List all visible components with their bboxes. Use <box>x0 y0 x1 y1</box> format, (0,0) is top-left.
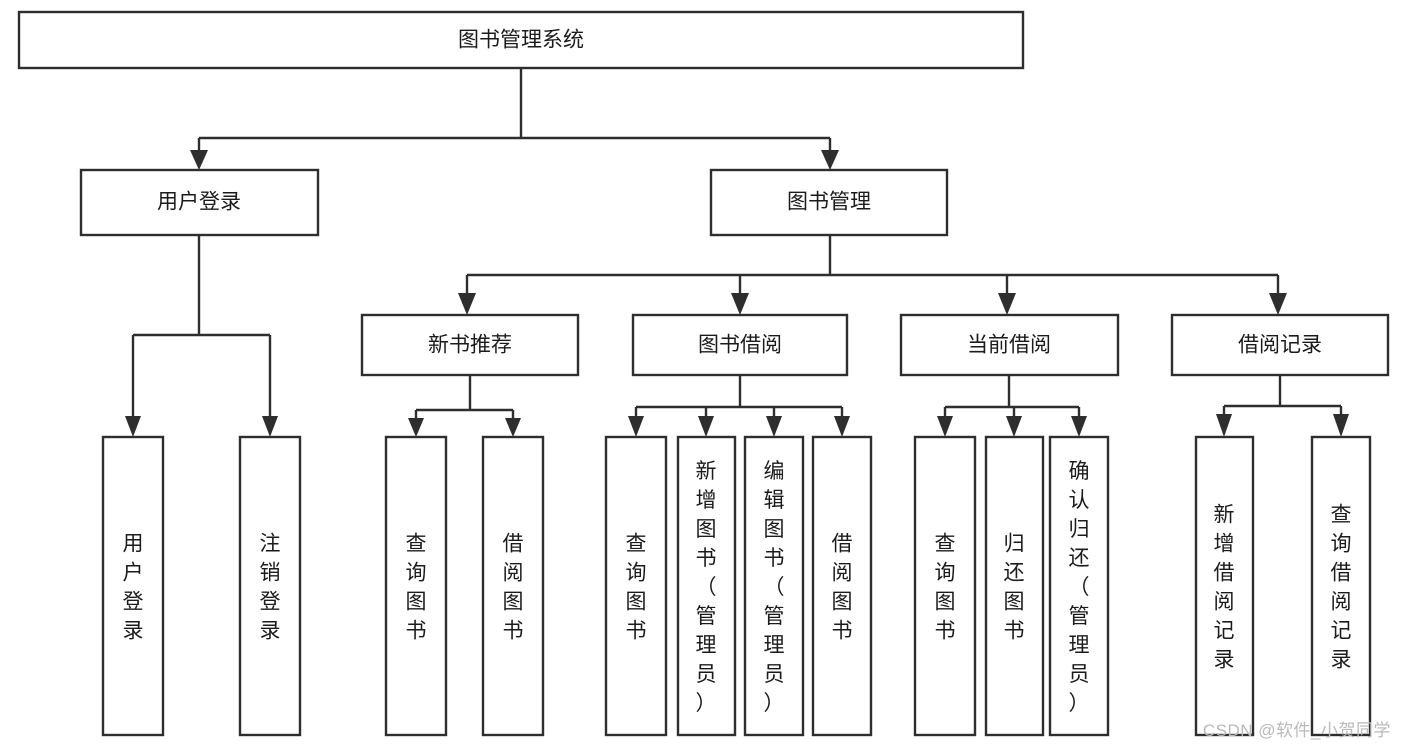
node-book-borrow[interactable]: 图书借阅 <box>631 313 849 377</box>
node-leaf-cb-query-box[interactable] <box>913 435 977 737</box>
node-leaf-rec-query-box[interactable] <box>384 435 448 737</box>
arrow-head-book-manage <box>821 150 839 170</box>
leaf-nodes <box>101 435 1372 737</box>
node-leaf-cb-confirm-box[interactable] <box>1048 435 1110 737</box>
arrow-head-user-login <box>190 150 208 170</box>
node-leaf-user-login-label: 用户登录 <box>123 533 144 643</box>
node-leaf-rec-query-label: 查询图书 <box>406 533 427 643</box>
arrow-head-current-borrow <box>998 293 1016 315</box>
node-user-login[interactable]: 用户登录 <box>79 168 320 237</box>
arrow-head-leaf-bb-add <box>698 416 714 437</box>
node-current-borrow-label: 当前借阅 <box>967 334 1051 357</box>
node-root-box[interactable] <box>17 10 1025 70</box>
arrow-head-borrow-record <box>1269 293 1287 315</box>
node-leaf-bb-query-label: 查询图书 <box>626 533 647 643</box>
node-borrow-record-label: 借阅记录 <box>1238 334 1322 357</box>
node-book-manage-box[interactable] <box>709 168 949 237</box>
node-borrow-record[interactable]: 借阅记录 <box>1170 313 1390 377</box>
node-leaf-cb-confirm-label: 确认归还（管理员） <box>1069 460 1090 715</box>
node-leaf-bb-add-box[interactable] <box>676 435 737 737</box>
node-leaf-br-query-box[interactable] <box>1310 435 1372 737</box>
node-root-label: 图书管理系统 <box>458 29 584 52</box>
arrow-head-leaf-bb-edit <box>766 416 782 437</box>
arrow-head-book-borrow <box>731 293 749 315</box>
node-new-book-rec[interactable]: 新书推荐 <box>360 313 580 377</box>
node-user-login-label: 用户登录 <box>157 191 241 214</box>
node-new-book-rec-label: 新书推荐 <box>428 334 512 357</box>
node-leaf-br-add-box[interactable] <box>1194 435 1255 737</box>
node-current-borrow-box[interactable] <box>899 313 1120 377</box>
arrow-head-leaf-bb-query <box>628 416 644 437</box>
node-leaf-user-login-box[interactable] <box>101 435 165 737</box>
arrow-head-leaf-br-add <box>1216 414 1232 437</box>
node-leaf-rec-borrow-label: 借阅图书 <box>503 533 524 643</box>
arrow-head-new-book-rec <box>458 293 476 315</box>
arrow-head-leaf-br-query <box>1333 414 1349 437</box>
connectors <box>125 68 1349 437</box>
node-leaf-bb-edit-box[interactable] <box>743 435 805 737</box>
node-book-borrow-box[interactable] <box>631 313 849 377</box>
node-leaf-bb-borrow-box[interactable] <box>811 435 873 737</box>
node-leaf-cb-return-label: 归还图书 <box>1004 533 1025 643</box>
arrow-head-leaf-cb-confirm <box>1071 416 1087 437</box>
node-leaf-bb-borrow-label: 借阅图书 <box>832 533 853 643</box>
node-leaf-cb-return-box[interactable] <box>984 435 1045 737</box>
node-leaf-user-logout-label: 注销登录 <box>260 533 281 643</box>
node-leaf-br-add-label: 新增借阅记录 <box>1214 504 1235 672</box>
arrow-head-leaf-cb-return <box>1006 416 1022 437</box>
node-leaf-user-logout-box[interactable] <box>238 435 302 737</box>
leaf-labels: 用户登录 注销登录 查询图书 借阅图书 查询图书 新增图书（管理员） 编辑图书（… <box>123 460 1352 715</box>
arrow-head-leaf-rec-borrow <box>505 418 521 437</box>
node-book-borrow-label: 图书借阅 <box>698 334 782 357</box>
arrow-head-leaf-user-login <box>125 416 141 437</box>
arrow-head-leaf-user-logout <box>262 416 278 437</box>
node-leaf-br-query-label: 查询借阅记录 <box>1331 504 1352 672</box>
node-current-borrow[interactable]: 当前借阅 <box>899 313 1120 377</box>
node-book-manage[interactable]: 图书管理 <box>709 168 949 237</box>
node-leaf-rec-borrow-box[interactable] <box>481 435 545 737</box>
node-leaf-cb-query-label: 查询图书 <box>935 533 956 643</box>
node-leaf-bb-add-label: 新增图书（管理员） <box>696 460 717 715</box>
arrow-head-leaf-cb-query <box>937 416 953 437</box>
node-leaf-bb-edit-label: 编辑图书（管理员） <box>764 460 785 715</box>
node-user-login-box[interactable] <box>79 168 320 237</box>
arrow-head-leaf-rec-query <box>408 418 424 437</box>
node-borrow-record-box[interactable] <box>1170 313 1390 377</box>
node-new-book-rec-box[interactable] <box>360 313 580 377</box>
node-leaf-bb-query-box[interactable] <box>604 435 668 737</box>
arrow-head-leaf-bb-borrow <box>834 416 850 437</box>
node-book-manage-label: 图书管理 <box>787 191 871 214</box>
node-root[interactable]: 图书管理系统 <box>17 10 1025 70</box>
